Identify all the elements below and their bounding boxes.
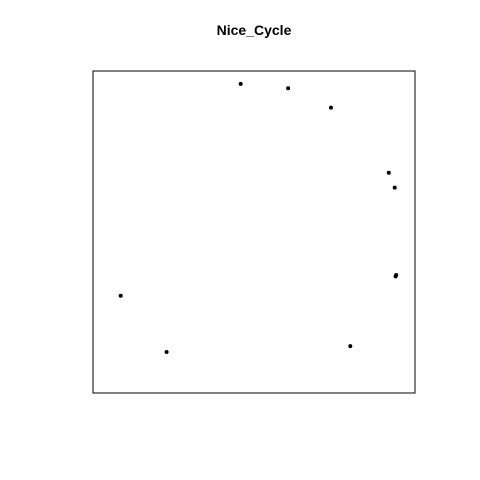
data-point-10 (118, 293, 123, 298)
data-point-2 (286, 86, 291, 91)
data-point-9 (164, 350, 169, 354)
points-layer (118, 81, 399, 354)
data-point-8 (348, 344, 353, 349)
data-point-7 (393, 274, 398, 279)
data-point-3 (329, 105, 333, 110)
chart-title: Nice_Cycle (217, 22, 292, 38)
data-point-5 (392, 185, 397, 190)
data-point-1 (238, 81, 243, 86)
plot-box (92, 70, 416, 394)
data-point-4 (386, 170, 391, 175)
